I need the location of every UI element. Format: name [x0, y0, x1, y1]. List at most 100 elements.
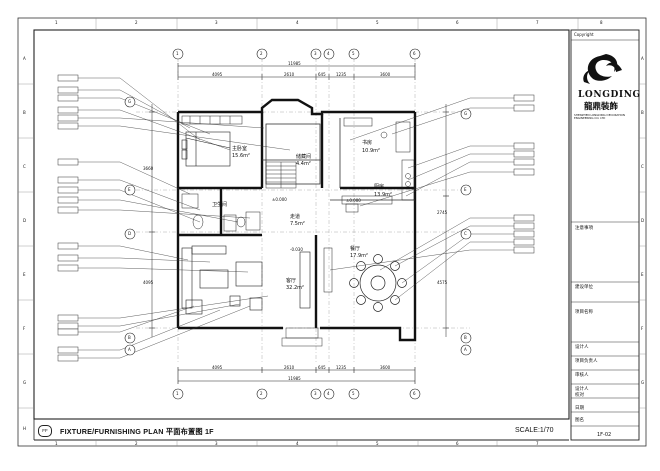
grid-col-label: 5 [376, 20, 379, 25]
drawing-name-label: 项目名称 [575, 310, 593, 315]
axis-label: 3 [314, 51, 317, 56]
leader-lines [78, 77, 514, 359]
brand-en: LONGDING [578, 90, 641, 100]
grid-row-label: F [641, 326, 644, 331]
designer-label: 设计人 [575, 345, 589, 350]
grid-col-label: 5 [376, 441, 379, 446]
drawing-code-badge: FF [38, 425, 52, 437]
level-mark: ±0.000 [346, 198, 361, 203]
grid-row-label: B [23, 110, 26, 115]
axis-label: C [464, 231, 467, 236]
axis-label: G [464, 111, 468, 116]
grid-row-label: F [23, 326, 26, 331]
room-name: 厨房 [374, 184, 385, 190]
grid-col-label: 2 [135, 441, 138, 446]
grid-col-label: 6 [456, 20, 459, 25]
grid-col-label: 1 [55, 20, 58, 25]
axis-label: 4 [327, 51, 330, 56]
axis-label: 5 [352, 391, 355, 396]
titleblock-lines [571, 39, 639, 427]
check-label: 校对 [575, 393, 584, 398]
dining-table [349, 254, 407, 312]
title-block-frame [570, 29, 640, 441]
grid-row-label: A [641, 56, 644, 61]
dim-bottom: 4095 [212, 365, 223, 370]
grid-ticks [18, 18, 646, 446]
axis-bubbles [124, 48, 472, 400]
dining-sideboard [323, 247, 333, 293]
copyright-label: Copyright [574, 32, 594, 37]
brand-cn: 龍鼎裝飾 [584, 102, 619, 112]
grid-col-label: 3 [215, 441, 218, 446]
room-name: 卫生间 [212, 202, 228, 208]
axis-label: E [128, 187, 131, 192]
notes-title: 注意事項 [575, 226, 593, 231]
axis-label: 4 [327, 391, 330, 396]
dim-bottom: 2610 [284, 365, 295, 370]
dim-top: 2610 [284, 72, 295, 77]
axis-label: B [464, 335, 467, 340]
thin-walls [262, 118, 415, 201]
dim-right: 4575 [437, 280, 448, 285]
room-area: 10.9m² [362, 148, 381, 154]
grid-row-label: C [23, 164, 26, 169]
room-area: 13.9m² [374, 192, 393, 198]
room-name: 客厅 [286, 278, 297, 284]
walls [176, 98, 417, 342]
project-label: 建设单位 [575, 285, 593, 290]
axis-label: G [128, 99, 132, 104]
company-name-line: SHENZHEN LONGDING DECORATION ENGINEERING… [574, 113, 625, 121]
room-area: 15.6m² [232, 153, 251, 159]
date-label: 日期 [575, 406, 584, 411]
room-area: 32.2m² [286, 285, 305, 291]
axis-label: 3 [314, 391, 317, 396]
dim-top: 4095 [212, 72, 223, 77]
room-name: 走道 [290, 214, 301, 220]
checker-label: 审核人 [575, 373, 589, 378]
grid-col-label: 6 [456, 441, 459, 446]
sofa-set [181, 245, 263, 315]
room-area: 17.9m² [350, 253, 369, 259]
tv-cabinet [299, 251, 311, 309]
grid-row-label: E [641, 272, 644, 277]
dim-right: 2745 [437, 210, 448, 215]
level-mark: -0.030 [290, 247, 303, 252]
grid-row-label: G [641, 380, 645, 385]
axis-label: E [464, 187, 467, 192]
grid-col-label: 2 [135, 20, 138, 25]
approver-label: 设计人 [575, 387, 589, 392]
dim-top: 3600 [380, 72, 391, 77]
dim-total-top: 11985 [288, 61, 301, 66]
grid-col-label: 8 [600, 20, 603, 25]
grid-col-label: 4 [296, 20, 299, 25]
level-mark: ±0.000 [272, 197, 287, 202]
axis-label: A [128, 347, 131, 352]
dimension-lines [151, 65, 447, 382]
drawing-scale: SCALE:1/70 [515, 427, 554, 434]
axis-label: 2 [260, 391, 263, 396]
axis-label: 2 [260, 51, 263, 56]
room-name: 餐厅 [350, 246, 361, 252]
drawing-title: FIXTURE/FURNISHING PLAN 平面布置图 1F [60, 427, 214, 436]
dim-left: 3660 [143, 166, 154, 171]
axis-label: B [128, 335, 131, 340]
title-label: 图名 [575, 418, 584, 423]
grid-col-label: 7 [536, 441, 539, 446]
room-name: 主卧室 [232, 146, 248, 152]
grid-col-label: 3 [215, 20, 218, 25]
chief-label: 项目负责人 [575, 359, 598, 364]
axis-label: A [464, 347, 467, 352]
room-area: 4.4m² [296, 161, 311, 167]
axis-label: 5 [352, 51, 355, 56]
axis-label: 6 [413, 51, 416, 56]
axis-label: 1 [176, 391, 179, 396]
dim-total-bottom: 11985 [288, 376, 301, 381]
axis-label: D [128, 231, 132, 236]
grid-row-label: E [23, 272, 26, 277]
entrance-steps [281, 327, 323, 347]
dim-left: 4095 [143, 280, 154, 285]
dim-bottom: 1235 [336, 365, 347, 370]
grid-row-label: G [23, 380, 27, 385]
